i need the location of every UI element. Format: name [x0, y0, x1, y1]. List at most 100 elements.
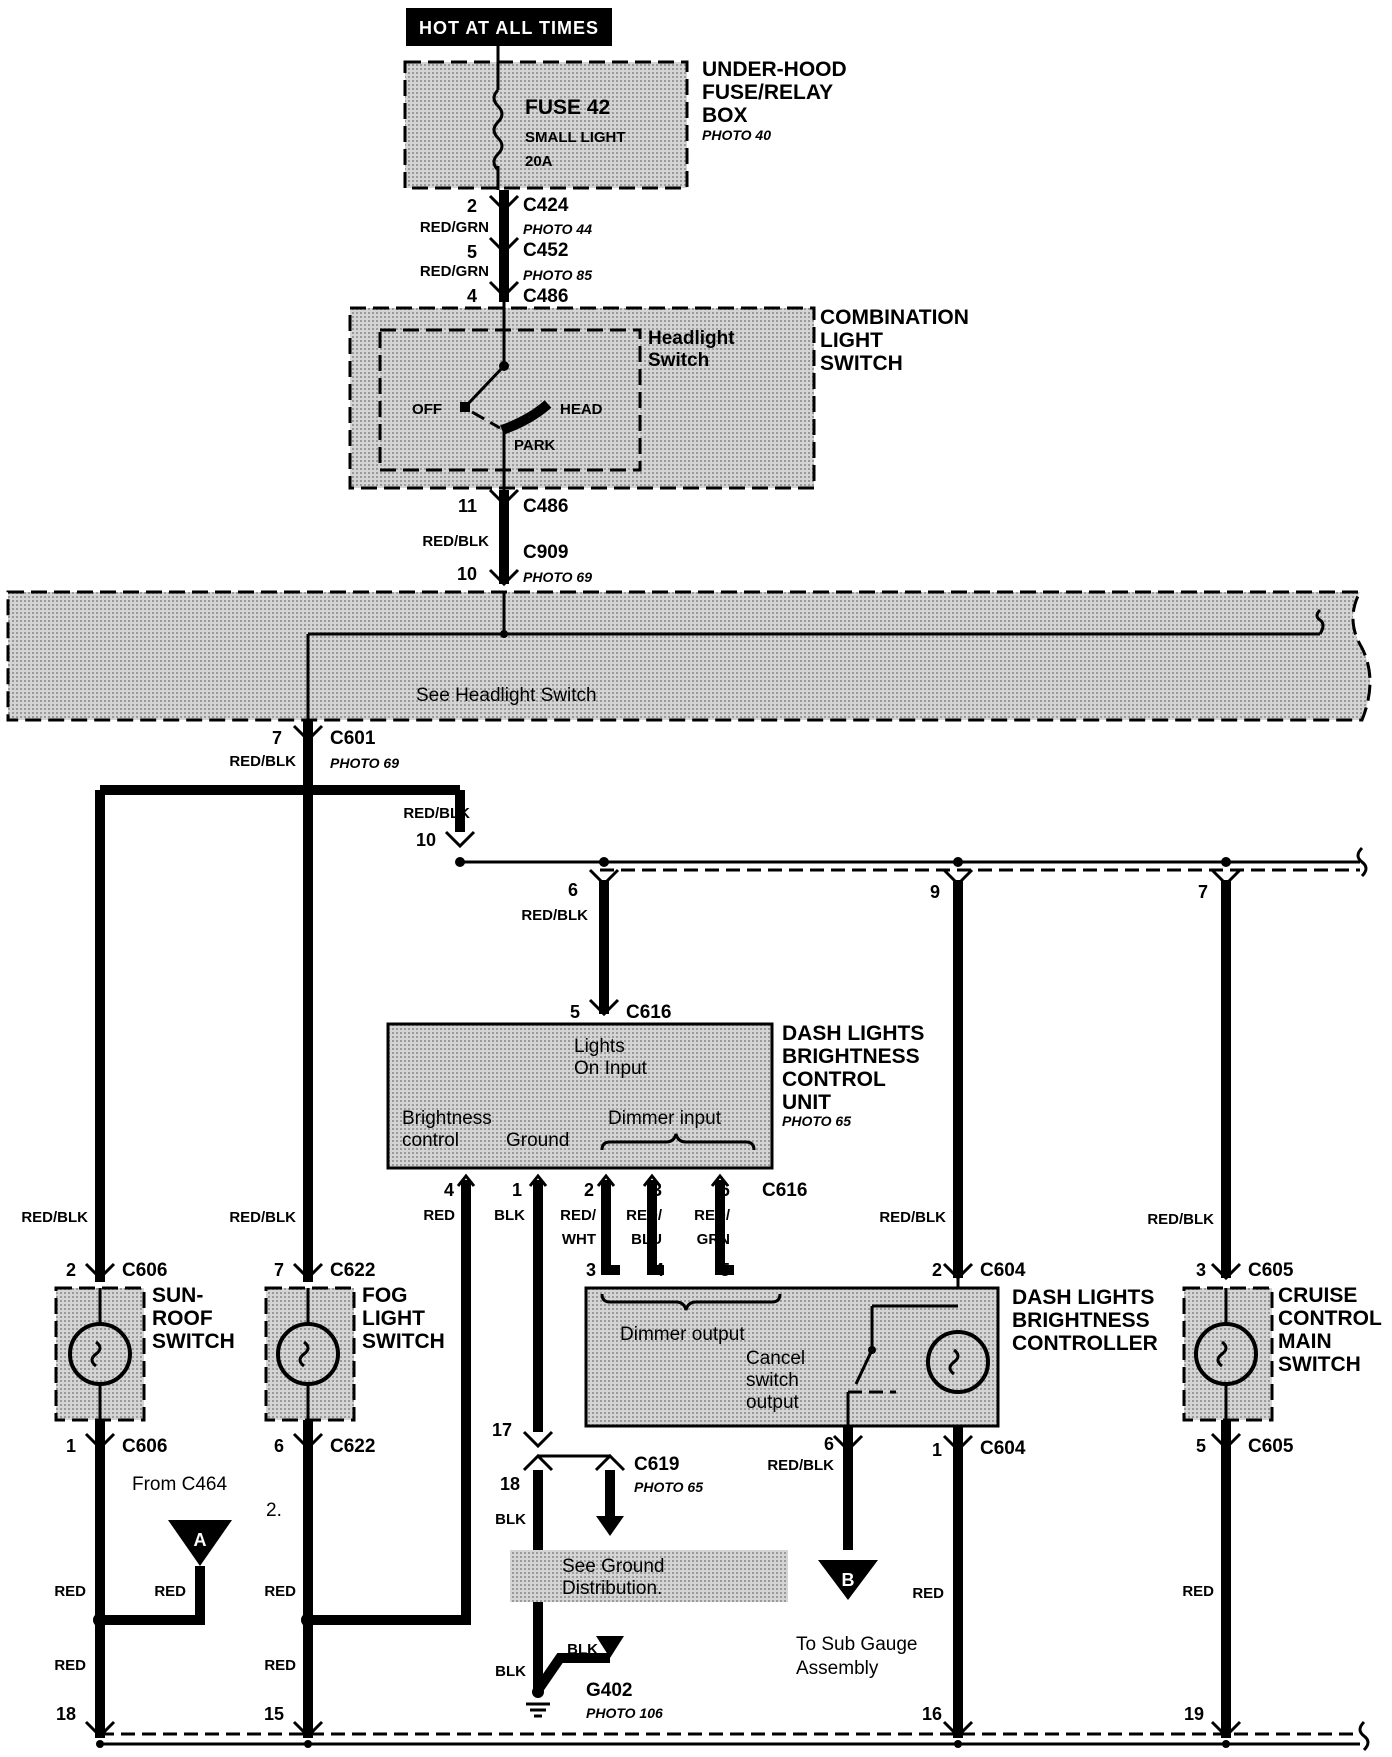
cu-red-wire: [461, 1180, 471, 1625]
bus-node-18: [96, 1740, 104, 1748]
cruise-title-3: MAIN: [1278, 1330, 1332, 1353]
bus-pin-6-wire: RED/BLK: [521, 907, 588, 924]
headlight-ref-band: [6, 590, 1372, 722]
fog-title-1: FOG: [362, 1284, 408, 1307]
switch-pivot: [499, 361, 509, 371]
sunroof-title-3: SWITCH: [152, 1330, 235, 1353]
sunroof-lamp-filament: [90, 1340, 102, 1368]
c909-photo: PHOTO 69: [523, 569, 592, 585]
marker-b: [818, 1560, 878, 1600]
brightness-2: control: [402, 1130, 459, 1151]
ctrl-in-pin-3: 3: [586, 1260, 596, 1280]
control-unit-box: [386, 1022, 774, 1170]
ground-ref-2: Distribution.: [562, 1578, 662, 1599]
switch-park-label: PARK: [514, 437, 556, 454]
c619-bottom-connector: [522, 1453, 554, 1472]
bottom-bus-break: [1358, 1720, 1370, 1752]
control-unit-bottom-connectors: [456, 1173, 730, 1187]
ground-ref-box: [510, 1550, 788, 1602]
fog-top-conn: C622: [330, 1260, 375, 1281]
red-fog-2: RED: [264, 1657, 296, 1674]
fusebox-photo: PHOTO 40: [702, 127, 771, 143]
c424-pin: 2: [467, 196, 477, 216]
red-left-1: RED: [54, 1583, 86, 1600]
fog-bot-pin: 6: [274, 1436, 284, 1456]
fusebox-title-3: BOX: [702, 104, 748, 127]
bottom-connectors: [84, 1720, 1242, 1739]
control-unit-title-1: DASH LIGHTS: [782, 1022, 924, 1045]
c605-top-connector: [1210, 1262, 1242, 1281]
fusebox-title-2: FUSE/RELAY: [702, 81, 833, 104]
ctrl-top-wire: RED/BLK: [879, 1209, 946, 1226]
c601-connector: [292, 724, 324, 743]
bottom-pin-19: 19: [1184, 1704, 1204, 1724]
fog-title-3: SWITCH: [362, 1330, 445, 1353]
branch-pin: 10: [416, 830, 436, 850]
control-unit-title-3: CONTROL: [782, 1068, 886, 1091]
ctrl-bot-conn: C604: [980, 1438, 1026, 1459]
c452-connector: [488, 236, 520, 255]
bus-junction-6: [599, 857, 609, 867]
fusebox-title-1: UNDER-HOOD: [702, 58, 847, 81]
combo-switch-outline: [348, 306, 816, 490]
c909-wire: RED/BLK: [422, 533, 489, 550]
controller-title-3: CONTROLLER: [1012, 1332, 1158, 1355]
control-unit-top-pin: 5: [570, 1002, 580, 1022]
c604-bottom-left-connector: [832, 1434, 864, 1453]
cruise-bot-conn: C605: [1248, 1436, 1294, 1457]
combo-title-1: COMBINATION: [820, 306, 969, 329]
c424-connector: [488, 194, 520, 213]
c486-top-pin: 4: [467, 286, 477, 306]
sub-gauge-1: To Sub Gauge: [796, 1634, 917, 1655]
dimmer-input-brace: [600, 1133, 756, 1151]
sunroof-title-1: SUN-: [152, 1284, 203, 1307]
from-c464: From C464: [132, 1474, 227, 1495]
cruise-top-conn: C605: [1248, 1260, 1294, 1281]
ctrl-bot-pin-6: 6: [824, 1434, 834, 1454]
fog-wire-top: RED/BLK: [229, 1209, 296, 1226]
control-unit-title-4: UNIT: [782, 1091, 831, 1114]
c606-top-connector: [84, 1262, 116, 1281]
bus-pin-6: 6: [568, 880, 578, 900]
ground-pin-18: 18: [500, 1474, 520, 1494]
ctrl-bot-pin-1: 1: [932, 1440, 942, 1460]
branch-10-connector: [444, 830, 476, 849]
sunroof-top-conn: C606: [122, 1260, 167, 1281]
control-unit-photo: PHOTO 65: [782, 1113, 851, 1129]
c909-connector: [488, 568, 520, 587]
bus-junction-9: [953, 857, 963, 867]
cu-bottom-conn: C616: [762, 1180, 807, 1201]
fog-lamp-filament: [298, 1340, 310, 1368]
ctrl-lamp-filament: [948, 1348, 960, 1376]
ctrl-out-wire: RED/BLK: [767, 1457, 834, 1474]
bus-node-16: [954, 1740, 962, 1748]
bottom-pin-16: 16: [922, 1704, 942, 1724]
ctrl-in-pin-5: 5: [720, 1260, 730, 1280]
c452-wire: RED/GRN: [420, 263, 489, 280]
marker-a-label: A: [194, 1530, 207, 1550]
c622-bottom-connector: [292, 1432, 324, 1451]
bus-break: [1356, 846, 1368, 878]
cu-wire-blk: BLK: [494, 1207, 525, 1224]
c601-wire-label: RED/BLK: [229, 753, 296, 770]
cu-wire-red: RED: [423, 1207, 455, 1224]
bus-node-15: [304, 1740, 312, 1748]
c619-ground-arrow: [596, 1516, 624, 1536]
cancel-1: Cancel: [746, 1348, 805, 1369]
ground-label: Ground: [506, 1130, 569, 1151]
cruise-title-2: CONTROL: [1278, 1307, 1382, 1330]
c619-name: C619: [634, 1454, 679, 1475]
sunroof-wire-top: RED/BLK: [21, 1209, 88, 1226]
c616-top-connector: [588, 998, 620, 1017]
bus-pin-9: 9: [930, 882, 940, 902]
cruise-lamp-filament: [1216, 1340, 1228, 1368]
switch-off-contact: [460, 402, 470, 412]
combo-title-3: SWITCH: [820, 352, 903, 375]
c604-bottom-right-connector: [942, 1434, 974, 1453]
switch-linkage: [471, 410, 501, 430]
sunroof-title-2: ROOF: [152, 1307, 213, 1330]
cu-pin-1: 1: [512, 1180, 522, 1200]
cruise-bot-pin: 5: [1196, 1436, 1206, 1456]
fusebox-outline: [403, 60, 689, 190]
red-left-2: RED: [54, 1657, 86, 1674]
